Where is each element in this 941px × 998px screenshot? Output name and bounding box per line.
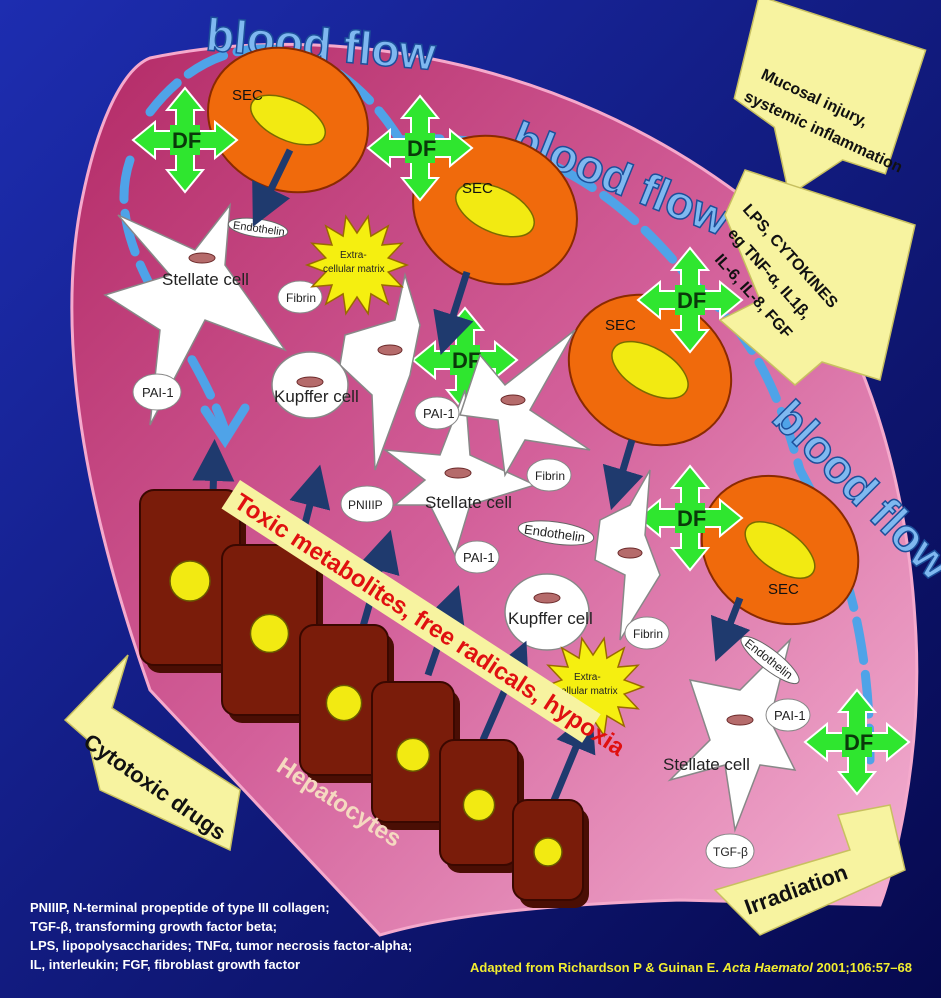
- pai1-label-3: PAI-1: [463, 550, 495, 565]
- citation-prefix: Adapted from Richardson P & Guinan E.: [470, 960, 723, 975]
- pai1-tag-2: PAI-1: [415, 397, 459, 429]
- hepatocyte-5: [440, 740, 524, 873]
- sec-label-3: SEC: [605, 317, 636, 334]
- pniiip-label: PNIIIP: [348, 498, 383, 512]
- fibrin-label-3: Fibrin: [633, 627, 663, 641]
- stellate-label-1: Stellate cell: [162, 270, 249, 289]
- sec-label-1: SEC: [232, 87, 263, 104]
- pai1-label-4: PAI-1: [774, 708, 806, 723]
- pai1-label-1: PAI-1: [142, 385, 174, 400]
- kupffer-label-1: Kupffer cell: [274, 387, 359, 406]
- fibrin-label-1: Fibrin: [286, 291, 316, 305]
- kupffer-label-2: Kupffer cell: [508, 609, 593, 628]
- df-label-6: DF: [844, 730, 873, 755]
- fibrin-label-2: Fibrin: [535, 469, 565, 483]
- tgfb-tag: TGF-β: [706, 834, 754, 868]
- footnote-line-2: TGF-β, transforming growth factor beta;: [30, 919, 277, 934]
- citation-suffix: 2001;106:57–68: [813, 960, 912, 975]
- df-label-2: DF: [407, 136, 436, 161]
- tgfb-label: TGF-β: [713, 845, 748, 859]
- sec-label-4: SEC: [768, 581, 799, 598]
- ecm-label-2a: Extra-: [574, 672, 601, 683]
- df-label-3: DF: [677, 288, 706, 313]
- df-label-1: DF: [172, 128, 201, 153]
- citation: Adapted from Richardson P & Guinan E. Ac…: [470, 960, 912, 975]
- footnote-line-4: IL, interleukin; FGF, fibroblast growth …: [30, 957, 300, 972]
- df-label-5: DF: [677, 506, 706, 531]
- fibrin-tag-3: Fibrin: [625, 617, 669, 649]
- hepatocyte-6: [513, 800, 589, 908]
- pai1-tag-3: PAI-1: [455, 541, 499, 573]
- pai1-tag-4: PAI-1: [766, 699, 810, 731]
- pniiip-tag: PNIIIP: [341, 486, 393, 522]
- pai1-label-2: PAI-1: [423, 406, 455, 421]
- footnote-line-3: LPS, lipopolysaccharides; TNFα, tumor ne…: [30, 938, 412, 953]
- ecm-label-1a: Extra-: [340, 250, 367, 261]
- footnote-line-1: PNIIIP, N-terminal propeptide of type II…: [30, 900, 330, 915]
- ecm-label-1b: cellular matrix: [323, 264, 385, 275]
- pai1-tag-1: PAI-1: [133, 374, 181, 410]
- stellate-label-6: Stellate cell: [663, 755, 750, 774]
- stellate-label-3: Stellate cell: [425, 493, 512, 512]
- citation-journal: Acta Haematol: [722, 960, 814, 975]
- fibrin-tag-2: Fibrin: [527, 459, 571, 491]
- sec-label-2: SEC: [462, 180, 493, 197]
